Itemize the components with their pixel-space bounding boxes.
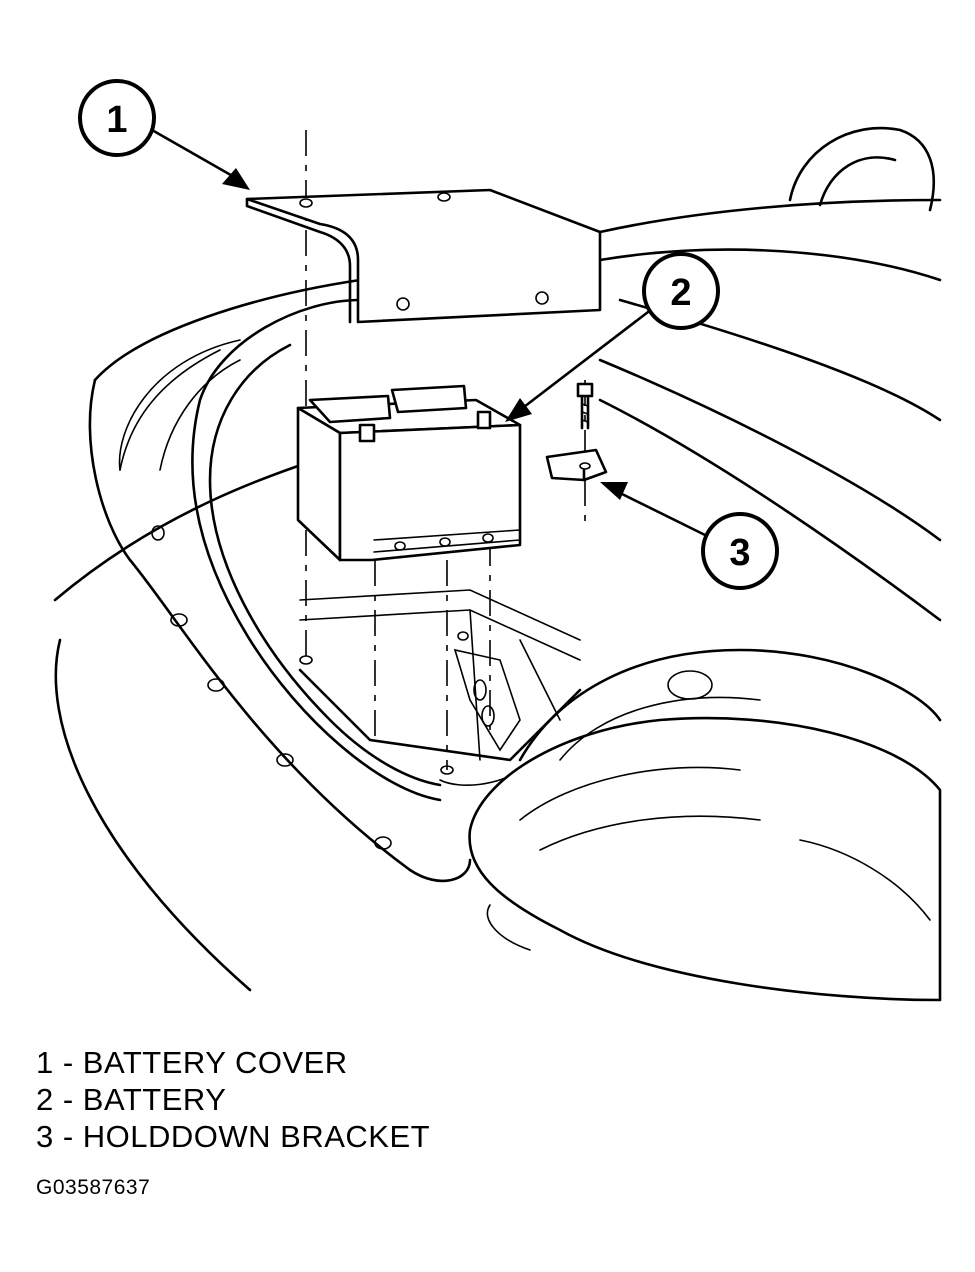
- callout-1-number: 1: [106, 99, 127, 141]
- legend: 1 - BATTERY COVER 2 - BATTERY 3 - HOLDDO…: [36, 1044, 936, 1155]
- battery: [296, 384, 522, 562]
- battery-compartment-illustration: 1 2 3: [53, 79, 942, 1002]
- legend-item-battery-cover: 1 - BATTERY COVER: [36, 1045, 348, 1080]
- battery-cover: [245, 188, 602, 324]
- vehicle-body: [53, 126, 942, 992]
- callout-2: 2: [505, 252, 720, 422]
- trunk-rim: [118, 298, 442, 802]
- callout-3-number: 3: [729, 532, 750, 574]
- callout-3: 3: [600, 482, 779, 590]
- rear-seat: [468, 648, 942, 1002]
- body-mounting-holes: [151, 525, 469, 850]
- callout-2-number: 2: [670, 272, 691, 314]
- holddown-bracket: [545, 448, 608, 482]
- trunk-floor: [298, 589, 582, 786]
- holddown-bolt: [576, 382, 594, 430]
- figure-code: G03587637: [36, 1176, 151, 1199]
- legend-item-holddown-bracket: 3 - HOLDDOWN BRACKET: [36, 1119, 431, 1154]
- legend-item-battery: 2 - BATTERY: [36, 1082, 227, 1117]
- callout-1: 1: [78, 79, 250, 190]
